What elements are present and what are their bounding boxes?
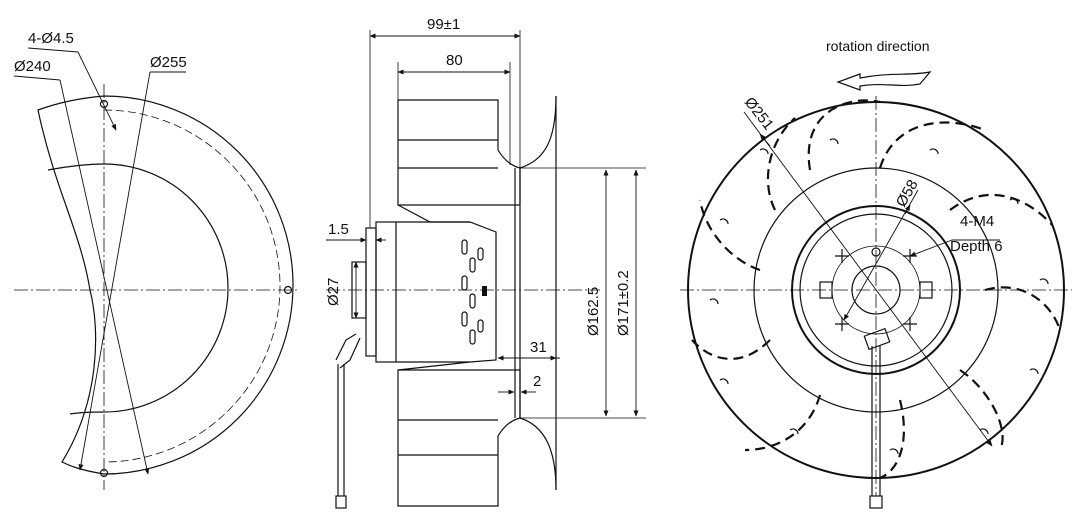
impeller-upper-body — [397, 99, 521, 206]
plate-rim-dashed — [103, 109, 281, 463]
impeller-blades — [691, 99, 1062, 480]
plate-inner-arc — [103, 163, 229, 413]
left-plate-view: 4-Ø4.5 Ø240 Ø255 — [13, 30, 300, 490]
mount-hole-top — [99, 99, 109, 109]
rotation-arrow — [836, 71, 932, 91]
blade-tip-marks — [709, 138, 1049, 455]
hub-slot-left — [819, 281, 833, 299]
inlet-flare-top — [519, 95, 557, 169]
label-shaft-dia: Ø27 — [325, 278, 342, 306]
dim-line-240 — [59, 79, 150, 475]
label-hole-callout: 4-Ø4.5 — [28, 30, 74, 47]
label-rotation-direction: rotation direction — [826, 38, 930, 54]
leader-240 — [13, 75, 61, 81]
label-flange-thickness: 1.5 — [328, 221, 349, 238]
dim-line-255 — [78, 71, 151, 471]
label-inlet-dia: Ø162.5 — [585, 287, 602, 336]
label-impeller-dia: Ø251 — [741, 94, 777, 133]
label-thread-callout: 4-M4 — [960, 213, 994, 230]
front-cable-gland — [863, 327, 891, 351]
side-view: 99±1 80 — [325, 16, 646, 509]
impeller-lower-body — [397, 369, 521, 507]
dim-line-58 — [843, 189, 919, 321]
front-cable-end — [869, 495, 883, 509]
motor-housing — [397, 204, 497, 371]
label-inlet-depth: 31 — [530, 339, 547, 356]
leader-hole — [27, 47, 79, 53]
hub-bolt-holes — [835, 249, 917, 331]
label-overall-length: 99±1 — [427, 16, 460, 33]
dim-line-251 — [743, 111, 993, 447]
plate-inner-edge — [47, 163, 105, 171]
label-hub-dia: Ø58 — [893, 177, 922, 210]
label-lip: 2 — [533, 373, 541, 390]
mount-hole-bottom — [99, 468, 109, 478]
motor-rotor — [375, 221, 397, 363]
cable-end — [335, 495, 347, 509]
dim-line-hole — [77, 51, 117, 131]
plate-inner-edge-bottom — [69, 411, 105, 415]
motor-vents — [461, 239, 487, 345]
label-thread-depth: Depth 6 — [950, 238, 1003, 255]
inlet-flare-bottom — [519, 417, 557, 491]
hub-pin — [871, 247, 881, 257]
front-view: rotation direction — [680, 38, 1072, 509]
leader-thread — [909, 239, 953, 257]
motor-flange — [365, 227, 377, 357]
dim-arrow-58 — [904, 204, 911, 215]
mount-hole-right — [283, 285, 293, 295]
label-dia-240: Ø240 — [14, 58, 51, 75]
plate-outline — [37, 95, 294, 475]
label-outer-dia: Ø171±0.2 — [615, 270, 632, 336]
hub-slot-right — [919, 281, 933, 299]
label-dia-255: Ø255 — [150, 54, 187, 71]
cable-gland — [335, 333, 361, 369]
label-blade-length: 80 — [446, 52, 463, 69]
dim-arrow-251 — [759, 133, 771, 147]
